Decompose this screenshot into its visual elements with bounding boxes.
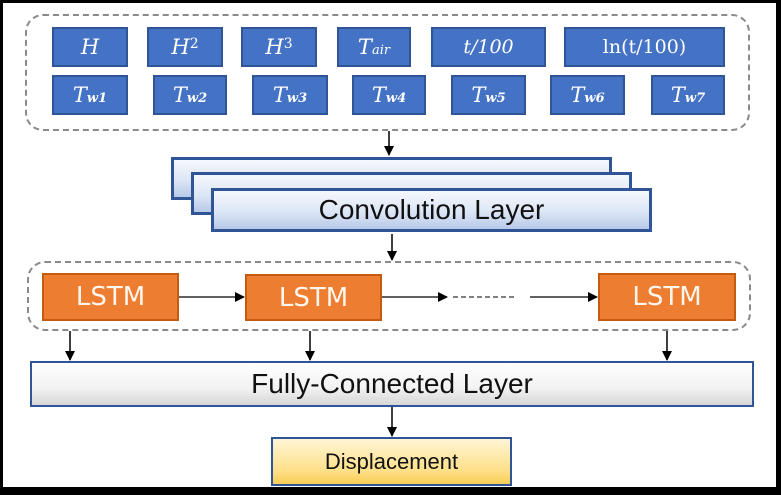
- lstm-cell-2: LSTM: [245, 274, 382, 321]
- input-tw6-base: T: [570, 83, 585, 107]
- input-tw3-base: T: [272, 83, 287, 107]
- input-h2-exponent: 2: [189, 36, 199, 52]
- input-tw1-base: T: [72, 83, 87, 107]
- input-tair-subscript: air: [371, 42, 391, 58]
- input-h2-base: H: [171, 35, 190, 59]
- input-ln-t-over-100: ln(t/100): [564, 27, 725, 67]
- input-tw5-base: T: [471, 83, 486, 107]
- input-tw1-subscript: w1: [86, 90, 108, 106]
- input-tw4-base: T: [371, 83, 386, 107]
- input-tw7-base: T: [670, 83, 685, 107]
- conv-layer-label: Convolution Layer: [318, 194, 545, 225]
- input-tw2-subscript: w2: [186, 90, 208, 106]
- connector-arrows: [65, 131, 672, 437]
- lstm-cell-2-label: LSTM: [278, 282, 349, 313]
- lstm-cell-1-label: LSTM: [75, 282, 146, 312]
- lstm-cell-1: LSTM: [42, 273, 179, 321]
- input-h3-exponent: 3: [283, 36, 293, 52]
- fully-connected-label: Fully-Connected Layer: [251, 368, 533, 399]
- input-tw4-subscript: w4: [385, 90, 407, 106]
- input-t100-label: t/100: [463, 36, 514, 58]
- input-h3-base: H: [265, 35, 284, 59]
- input-tair-base: T: [357, 35, 372, 59]
- lstm-cell-3-label: LSTM: [632, 282, 702, 312]
- input-t-over-100: t/100: [431, 27, 546, 67]
- fully-connected-layer: Fully-Connected Layer: [30, 361, 754, 407]
- input-tw7-subscript: w7: [684, 90, 706, 106]
- output-displacement: Displacement: [271, 437, 512, 486]
- input-lnt100-label: ln(t/100): [602, 36, 687, 58]
- input-h-label: H: [80, 35, 100, 59]
- input-tw5-subscript: w5: [485, 90, 506, 106]
- input-tw6-subscript: w6: [584, 90, 605, 106]
- input-features-group: [25, 14, 750, 131]
- input-tw3-subscript: w3: [286, 90, 308, 106]
- output-displacement-label: Displacement: [324, 448, 459, 474]
- lstm-group: [27, 261, 751, 331]
- lstm-cell-3: LSTM: [598, 273, 736, 321]
- input-tw2-base: T: [172, 83, 187, 107]
- conv-layer-front: Convolution Layer: [211, 188, 652, 232]
- input-h: H: [52, 27, 128, 67]
